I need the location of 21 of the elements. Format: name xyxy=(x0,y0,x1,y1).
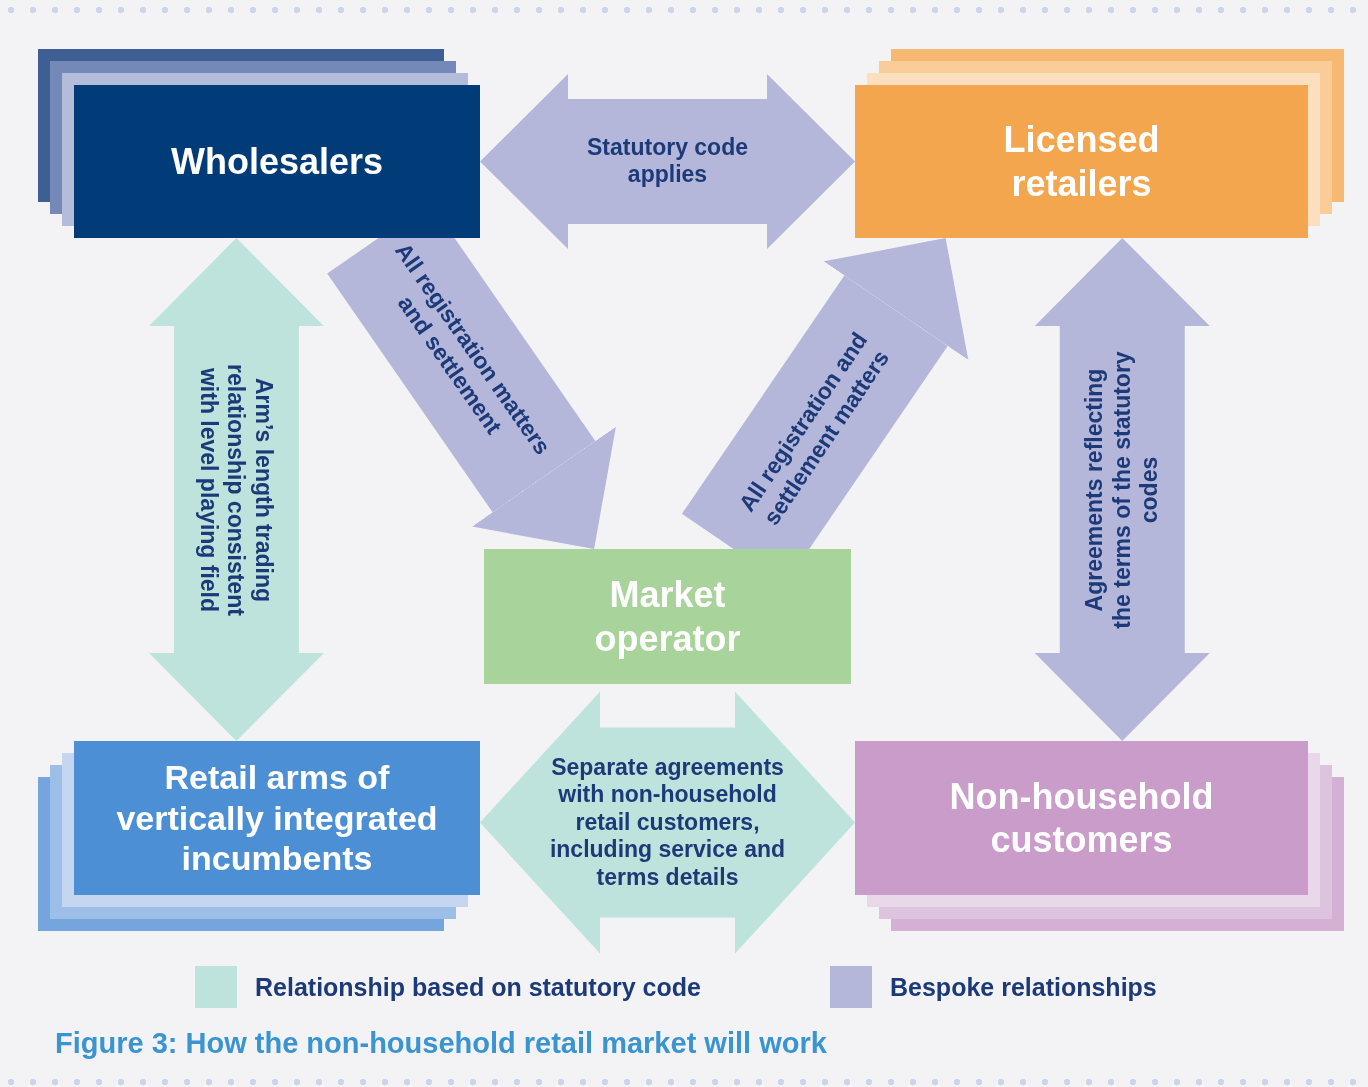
entity-name: Licensed retailers xyxy=(1002,118,1161,205)
entity-box xyxy=(484,549,851,684)
figure-caption: Figure 3: How the non-household retail market will work xyxy=(55,1027,827,1060)
entity-name: Non-household customers xyxy=(948,774,1215,862)
edge-label: Separate agreements with non-household retail customers, including service and terms details xyxy=(548,753,787,892)
entity-box xyxy=(855,85,1308,238)
entity-name: Retail arms of vertically integrated incumbents xyxy=(115,756,439,880)
entity-box xyxy=(855,741,1308,895)
legend-text: Relationship based on statutory code xyxy=(255,972,701,1002)
edge-label: Agreements reflecting the terms of the statutory codes xyxy=(1080,349,1164,630)
legend-text: Bespoke relationships xyxy=(890,972,1157,1002)
entity-name: Market operator xyxy=(593,573,742,660)
block-arrow xyxy=(480,691,855,954)
entity-box xyxy=(74,85,480,238)
block-arrow xyxy=(1034,238,1210,741)
edge-label: Statutory code applies xyxy=(586,133,749,190)
block-arrow xyxy=(480,74,855,249)
entity-name: Wholesalers xyxy=(170,139,384,184)
entity-box xyxy=(74,741,480,895)
edge-label: Arm’s length trading relationship consistent with level playing field xyxy=(195,362,278,618)
block-arrow xyxy=(148,238,324,741)
